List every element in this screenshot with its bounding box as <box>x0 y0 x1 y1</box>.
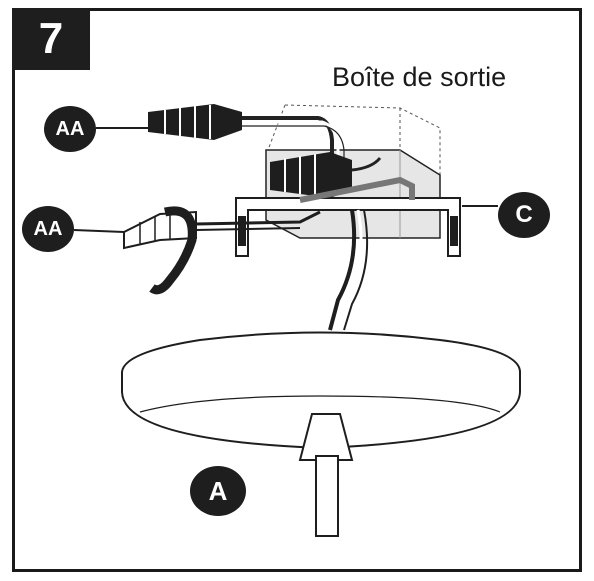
callout-wire-nut-bottom: AA <box>22 206 74 252</box>
supply-wires <box>240 116 345 170</box>
fixture-cord <box>328 209 369 331</box>
callout-canopy: A <box>190 466 246 516</box>
mounting-crossbar <box>235 176 461 257</box>
step-number-badge: 7 <box>12 8 90 70</box>
wire-nut-bottom <box>123 206 321 295</box>
callout-crossbar: C <box>498 192 550 238</box>
diagram-frame <box>12 8 582 572</box>
callout-wire-nut-top: AA <box>44 106 96 152</box>
wire-nut-top <box>148 104 242 140</box>
leader-line-aa-bottom <box>73 229 125 233</box>
wire-nut-box <box>270 152 382 198</box>
canopy <box>121 331 521 537</box>
outlet-box-label: Boîte de sortie <box>332 62 507 92</box>
